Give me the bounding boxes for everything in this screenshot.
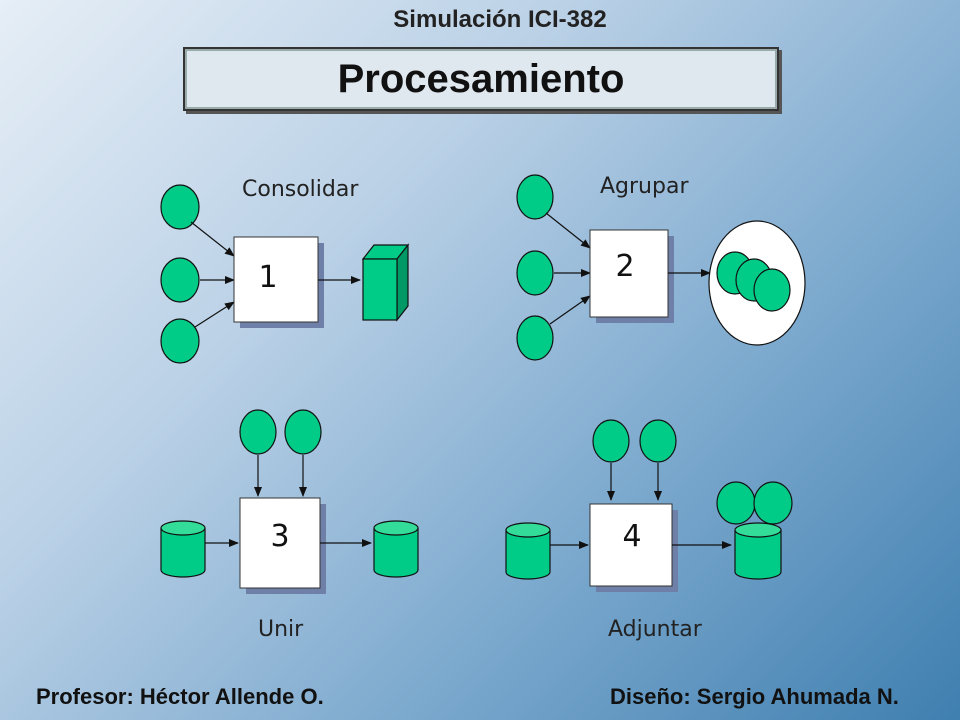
record-circle	[239, 409, 277, 455]
record-circle	[516, 174, 554, 220]
record-circle	[516, 250, 554, 296]
course-title: Simulación ICI-382	[393, 6, 607, 33]
footer-design: Diseño: Sergio Ahumada N.	[610, 684, 899, 709]
flow-arrow	[194, 301, 235, 328]
record-circle	[160, 184, 200, 230]
file-cylinder	[505, 530, 551, 580]
flow-arrow	[190, 221, 235, 257]
file-cylinder-top	[160, 520, 206, 536]
output-block-side	[396, 243, 409, 322]
file-cylinder	[160, 528, 206, 578]
process-number-3: 3	[270, 519, 289, 554]
label-unir: Unir	[258, 617, 304, 642]
slide-title-box: Procesamiento	[183, 47, 779, 111]
record-circle	[160, 257, 200, 303]
process-box-2	[589, 229, 669, 318]
process-number-1: 1	[258, 260, 277, 295]
record-circle	[639, 419, 677, 463]
file-cylinder-top	[734, 522, 782, 538]
footer-professor: Profesor: Héctor Allende O.	[36, 684, 324, 709]
flow-arrow	[549, 295, 591, 325]
label-agrupar: Agrupar	[600, 174, 689, 199]
file-cylinder-top	[505, 522, 551, 538]
process-number-2: 2	[615, 249, 634, 284]
grouped-record	[753, 268, 791, 312]
file-cylinder-top	[373, 520, 419, 536]
label-consolidar: Consolidar	[242, 177, 359, 202]
appended-record	[716, 481, 756, 525]
record-circle	[284, 409, 322, 455]
flow-arrow	[545, 212, 591, 249]
file-cylinder	[373, 528, 419, 578]
output-block-front	[362, 258, 398, 321]
label-adjuntar: Adjuntar	[608, 617, 702, 642]
process-number-4: 4	[622, 519, 641, 554]
slide-title: Procesamiento	[337, 56, 625, 101]
record-circle	[160, 318, 200, 364]
process-box-4	[589, 503, 673, 587]
appended-record	[753, 481, 793, 525]
record-circle	[516, 315, 554, 361]
process-box-1	[233, 236, 319, 323]
file-cylinder	[734, 530, 782, 580]
process-box-3	[239, 497, 321, 589]
record-circle	[592, 419, 630, 463]
